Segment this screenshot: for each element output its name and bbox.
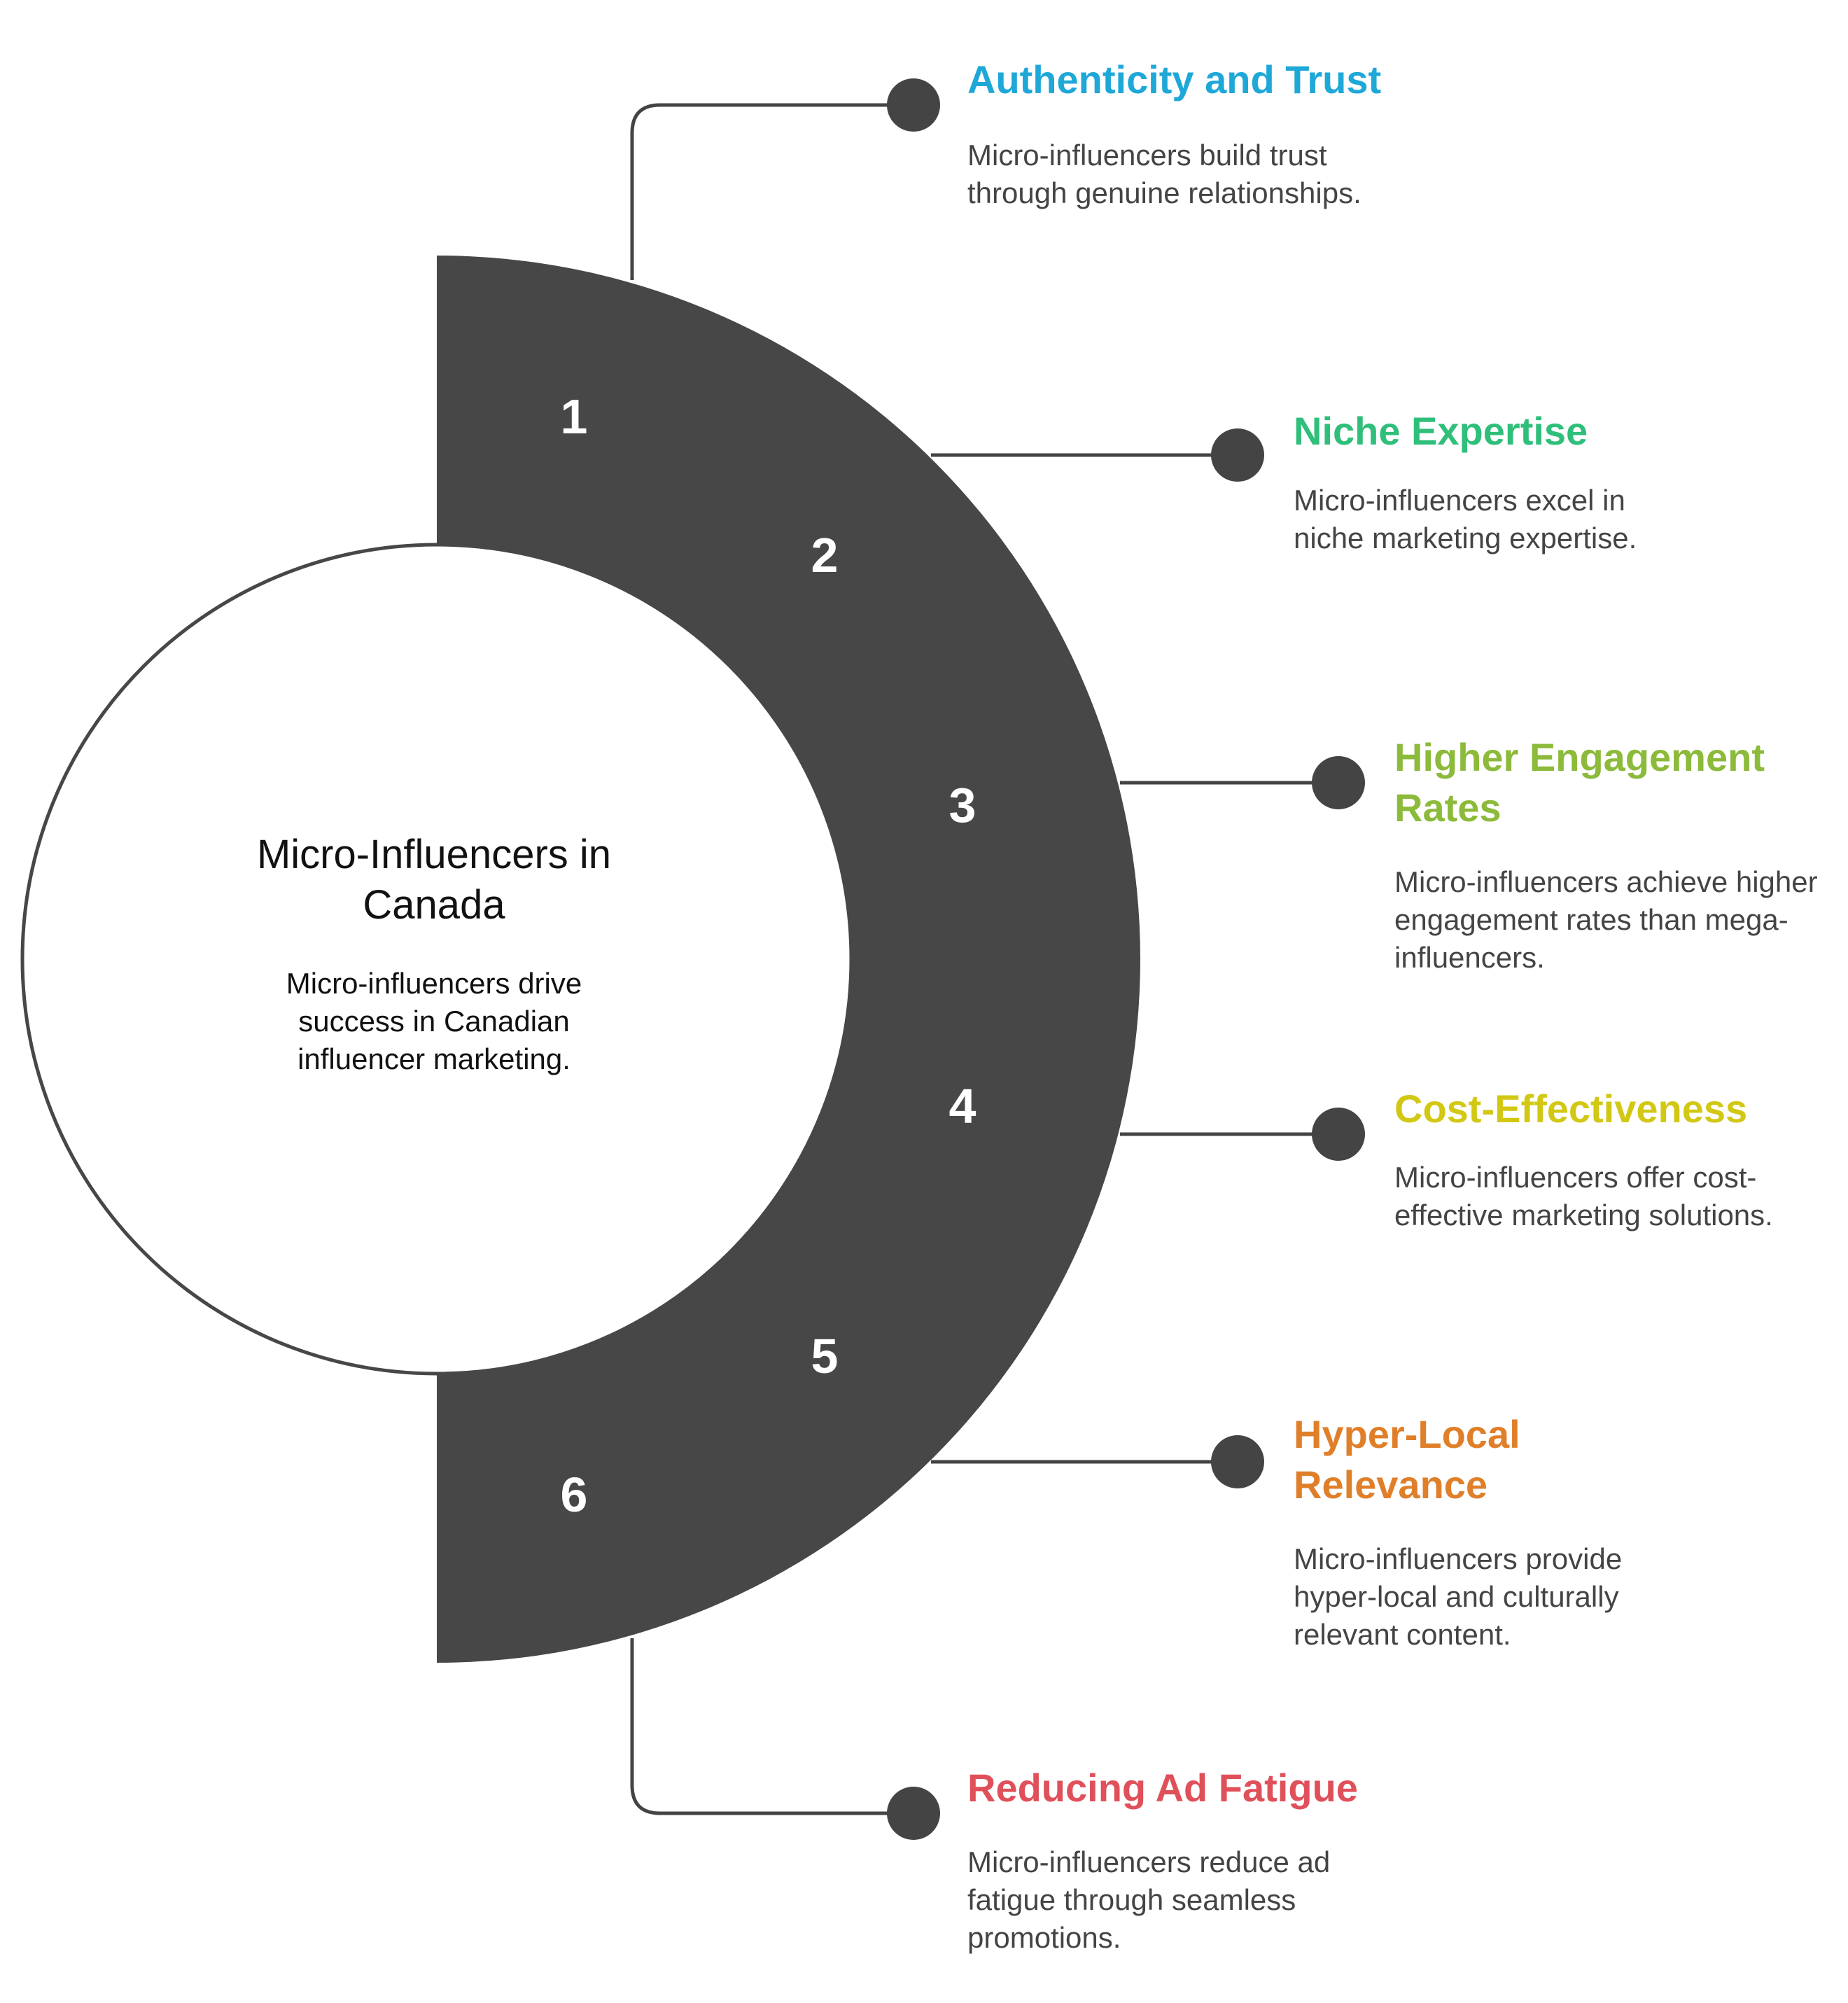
segment-number-3: 3 <box>948 778 976 832</box>
item-description-3: Micro-influencers achieve higher engagem… <box>1394 865 1818 974</box>
segment-number-5: 5 <box>811 1329 839 1383</box>
center-title: Micro-Influencers in Canada <box>256 832 612 928</box>
center-description: Micro-influencers drive success in Canad… <box>286 967 582 1075</box>
item-title-2: Niche Expertise <box>1294 409 1588 453</box>
dot-3 <box>1312 756 1365 809</box>
item-title-3: Higher Engagement Rates <box>1394 735 1765 830</box>
item-description-5: Micro-influencers provide hyper-local an… <box>1294 1542 1623 1651</box>
connector-6 <box>630 1638 913 1815</box>
item-title-5: Hyper-Local Relevance <box>1294 1412 1520 1507</box>
dot-6 <box>887 1787 940 1840</box>
dot-1 <box>887 78 940 132</box>
item-description-4: Micro-influencers offer cost-effective m… <box>1394 1161 1773 1231</box>
segment-ring <box>437 256 1140 1663</box>
segment-number-4: 4 <box>948 1079 976 1133</box>
item-description-1: Micro-influencers build trust through ge… <box>967 139 1362 209</box>
connector-1 <box>630 103 913 280</box>
center-circle <box>20 543 853 1376</box>
connector-dots <box>887 78 1365 1840</box>
item-description-6: Micro-influencers reduce ad fatigue thro… <box>967 1845 1331 1954</box>
segment-number-1: 1 <box>560 389 588 444</box>
item-title-6: Reducing Ad Fatigue <box>967 1766 1358 1810</box>
segment-number-2: 2 <box>811 528 839 582</box>
connectors <box>630 103 1338 1815</box>
segment-number-6: 6 <box>560 1467 588 1522</box>
dot-4 <box>1312 1108 1365 1161</box>
dot-2 <box>1211 428 1264 482</box>
item-title-4: Cost-Effectiveness <box>1394 1087 1748 1131</box>
item-title-1: Authenticity and Trust <box>967 57 1382 102</box>
item-description-2: Micro-influencers excel in niche marketi… <box>1294 484 1637 554</box>
dot-5 <box>1211 1435 1264 1488</box>
